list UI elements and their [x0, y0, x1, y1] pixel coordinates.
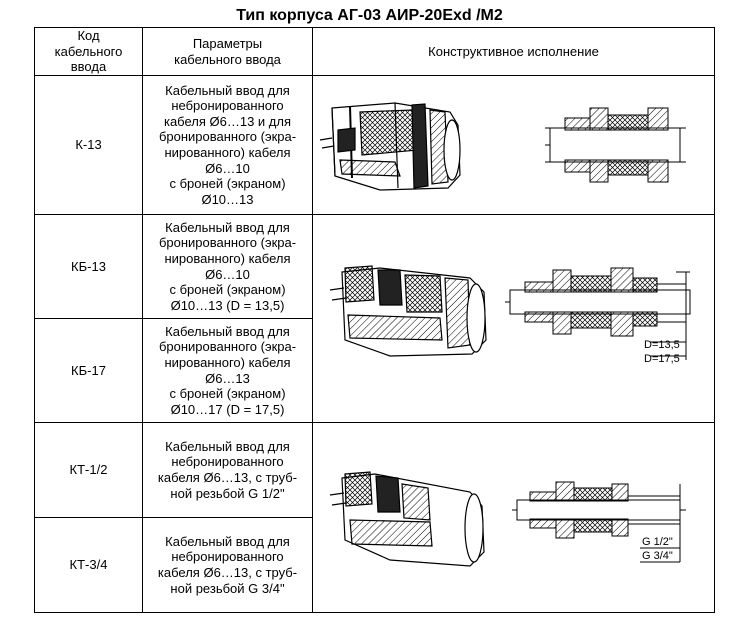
kb-section-drawing: [505, 267, 691, 360]
row-params-k13: Кабельный ввод для небронированного кабе…: [158, 82, 297, 207]
row-params-kt34: Кабельный ввод для небронированного кабе…: [157, 533, 298, 596]
row-params-kt12: Кабельный ввод для небронированного кабе…: [157, 438, 298, 501]
dim-kt-g1: G 1/2": [642, 536, 673, 548]
k13-perspective-drawing: [319, 102, 461, 191]
row-code-kt34: КТ-3/4: [69, 557, 108, 573]
kt-perspective-drawing: [329, 471, 485, 567]
dim-kb-d1: D=13,5: [644, 339, 680, 351]
row-params-kb17: Кабельный ввод для бронированного (экра-…: [158, 323, 297, 417]
dim-kb-d2: D=17,5: [644, 353, 680, 365]
header-code: Код кабельного ввода: [54, 28, 123, 75]
row-code-kt12: КТ-1/2: [69, 462, 108, 478]
row-code-kb17: КБ-17: [71, 362, 106, 378]
header-params: Параметры кабельного ввода: [174, 36, 281, 67]
header-design: Конструктивное исполнение: [428, 43, 599, 59]
kt-section-drawing: [512, 481, 686, 563]
dim-kt-g2: G 3/4": [642, 550, 673, 562]
document-title: Тип корпуса АГ-03 АИР-20Exd /М2: [236, 7, 503, 24]
kb-perspective-drawing: [329, 265, 487, 357]
row-params-kb13: Кабельный ввод для бронированного (экра-…: [158, 219, 297, 313]
row-code-k13: К-13: [75, 137, 102, 153]
row-code-kb13: КБ-13: [71, 258, 106, 274]
k13-section-drawing: [545, 107, 686, 183]
